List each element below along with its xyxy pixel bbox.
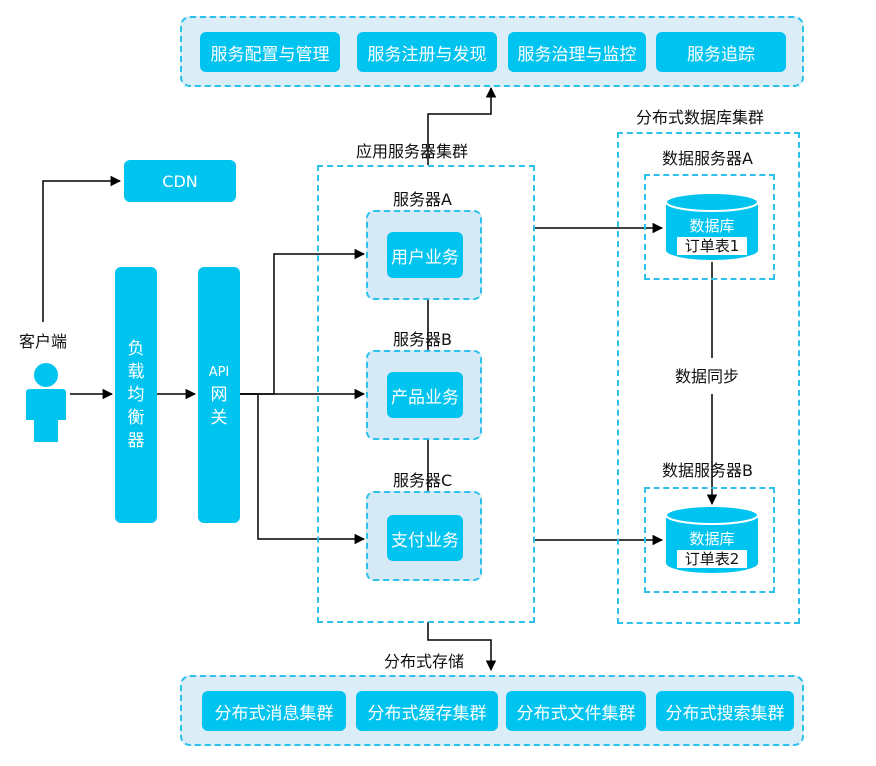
config-management-button[interactable]: 服务配置与管理 — [200, 32, 340, 72]
server-c-box: 支付业务 — [366, 491, 482, 581]
service-governance-panel: 服务配置与管理 服务注册与发现 服务治理与监控 服务追踪 — [180, 16, 804, 87]
service-tracing-button[interactable]: 服务追踪 — [656, 32, 786, 72]
cluster-to-storage-arrow — [427, 622, 497, 672]
lb-char-4: 衡 — [127, 407, 145, 428]
server-b-label: 服务器B — [393, 330, 452, 349]
order-table-2-label: 订单表2 — [677, 550, 747, 568]
api-gateway-node[interactable]: API 网 关 — [198, 267, 240, 523]
lb-char-1: 负 — [127, 338, 145, 359]
load-balancer-node[interactable]: 负 载 均 衡 器 — [115, 267, 157, 523]
database-b-label: 数据库 — [689, 530, 735, 548]
server-c-label: 服务器C — [393, 471, 453, 490]
db-cluster-label: 分布式数据库集群 — [636, 108, 765, 127]
database-a-label: 数据库 — [689, 217, 735, 235]
service-discovery-button[interactable]: 服务注册与发现 — [357, 32, 497, 72]
service-monitoring-button[interactable]: 服务治理与监控 — [508, 32, 646, 72]
api-to-server-c-arrow — [240, 393, 366, 545]
cdn-node[interactable]: CDN — [124, 160, 236, 202]
sync-label: 数据同步 — [675, 367, 740, 386]
storage-label: 分布式存储 — [384, 652, 465, 671]
app-cluster-label: 应用服务器集群 — [356, 142, 469, 161]
client-label: 客户端 — [19, 332, 68, 351]
lb-char-2: 载 — [127, 361, 145, 382]
user-service-button[interactable]: 用户业务 — [387, 232, 463, 278]
db-cluster — [617, 132, 800, 624]
payment-service-button[interactable]: 支付业务 — [387, 515, 463, 561]
client-to-cdn-arrow — [42, 175, 122, 322]
distributed-storage-panel: 分布式消息集群 分布式缓存集群 分布式文件集群 分布式搜索集群 — [180, 675, 804, 746]
cache-cluster-button[interactable]: 分布式缓存集群 — [356, 691, 498, 731]
api-gw-char-3: 关 — [210, 407, 228, 428]
cluster-to-top-arrow — [427, 86, 497, 165]
db-server-b-label: 数据服务器B — [662, 461, 753, 480]
db-server-b-box — [644, 487, 775, 593]
message-cluster-button[interactable]: 分布式消息集群 — [202, 691, 346, 731]
api-gw-char-2: 网 — [210, 384, 228, 405]
server-b-box: 产品业务 — [366, 350, 482, 440]
user-icon — [22, 362, 70, 444]
db-server-a-label: 数据服务器A — [662, 149, 753, 168]
server-a-label: 服务器A — [393, 190, 452, 209]
app-server-cluster — [317, 165, 535, 623]
lb-char-5: 器 — [127, 430, 145, 451]
order-table-1-label: 订单表1 — [677, 237, 747, 255]
lb-char-3: 均 — [127, 384, 145, 405]
file-cluster-button[interactable]: 分布式文件集群 — [506, 691, 646, 731]
api-gw-char-1: API — [208, 364, 230, 380]
server-a-box: 用户业务 — [366, 210, 482, 300]
product-service-button[interactable]: 产品业务 — [387, 372, 463, 418]
db-server-a-box — [644, 174, 775, 280]
search-cluster-button[interactable]: 分布式搜索集群 — [656, 691, 794, 731]
